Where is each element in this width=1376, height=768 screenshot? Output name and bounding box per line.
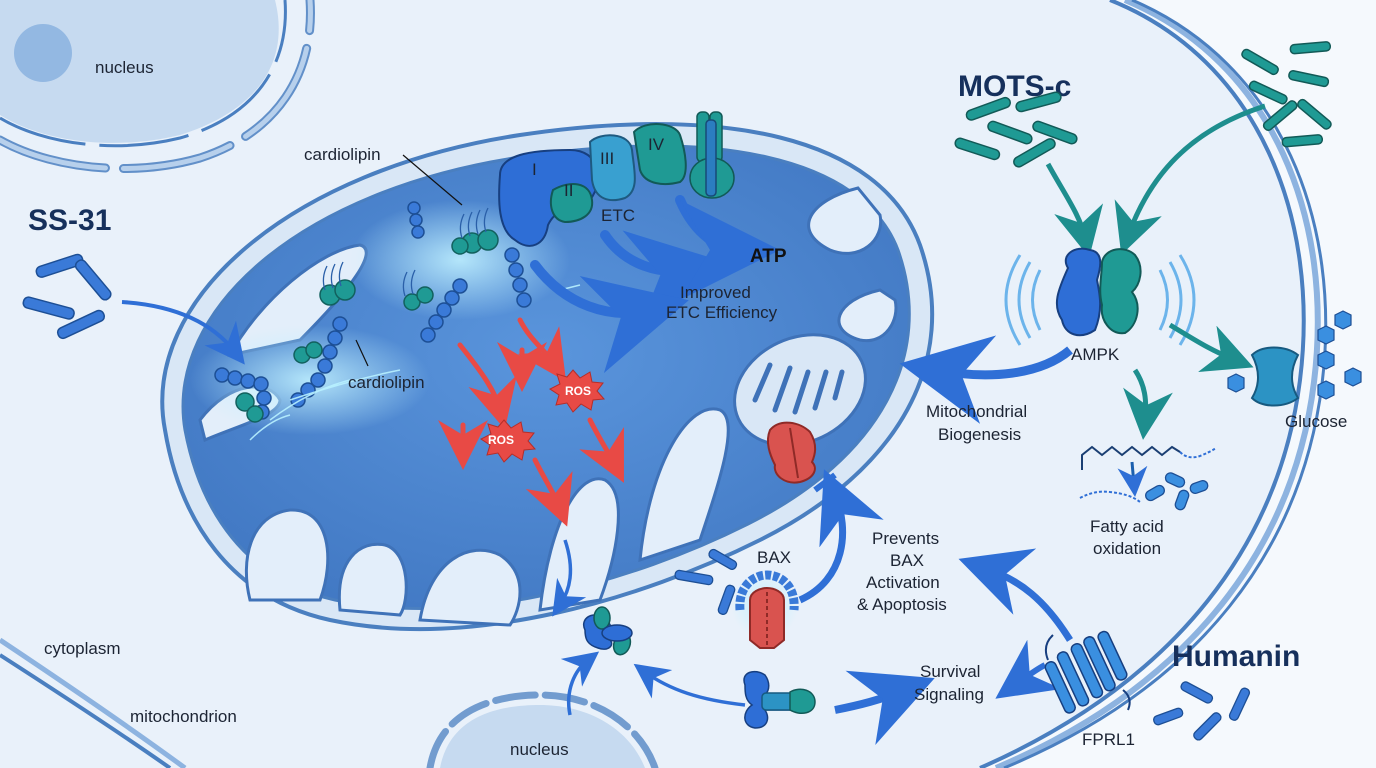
cardiolipin-top-label: cardiolipin — [304, 145, 381, 164]
etc-label: ETC — [601, 206, 635, 225]
fprl1-label: FPRL1 — [1082, 730, 1135, 749]
arrow-to-survival — [834, 670, 935, 745]
cardiolipin-labels: cardiolipin cardiolipin — [304, 145, 463, 392]
fprl1-receptor: FPRL1 — [1044, 630, 1135, 749]
fatty-acid-label-2: oxidation — [1093, 539, 1161, 558]
mots-c-group: MOTS-c — [954, 41, 1332, 258]
arrow-mito-to-complex — [552, 539, 587, 617]
ss31-peptides — [22, 253, 112, 340]
survival-label-1: Survival — [920, 662, 980, 681]
arrow-ampk-to-fatty-acid — [1123, 368, 1173, 440]
arrow-fprl1-to-survival — [995, 639, 1062, 699]
cytoplasm-label: cytoplasm — [44, 639, 121, 658]
complex-iii — [588, 134, 636, 202]
arrow-nucleus-to-complex — [560, 651, 600, 716]
biogenesis-label-2: Biogenesis — [938, 425, 1021, 444]
etc-complexes: I II III IV ETC — [498, 111, 735, 247]
complex-iii-label: III — [600, 149, 614, 168]
ampk-label: AMPK — [1071, 345, 1120, 364]
cardiolipin-cluster — [190, 200, 581, 441]
arrow-complex2-to-complex1 — [633, 663, 746, 707]
glucose-molecules — [1227, 310, 1362, 400]
signaling-complex-1 — [583, 606, 633, 656]
nucleus-bottom-label: nucleus — [510, 740, 569, 759]
prevents-line-1: Prevents — [872, 529, 939, 548]
signaling-complex-2 — [743, 670, 816, 729]
glucose-transporter: Glucose — [1227, 310, 1362, 431]
ros-burst-2: ROS — [480, 419, 537, 463]
complex-iv — [632, 123, 687, 185]
complex-iv-label: IV — [648, 135, 665, 154]
arrow-motsc-to-ampk — [1045, 162, 1104, 258]
arrow-fprl1-to-prevents — [958, 548, 1073, 642]
lipid-tails — [322, 207, 489, 297]
humanin-peptides — [1153, 681, 1251, 741]
bax-label: BAX — [757, 548, 791, 567]
atp-synthase — [689, 111, 735, 199]
mots-c-peptides — [954, 41, 1332, 168]
arrow-ampk-to-biogenesis — [899, 335, 1073, 424]
ros-arrows — [438, 317, 624, 527]
arrow-ss31-into-mito — [121, 300, 245, 365]
nucleus-top: nucleus — [0, 0, 315, 173]
ss31-title: SS-31 — [28, 204, 111, 237]
ss31-group: SS-31 — [22, 204, 245, 365]
ampk-signal-waves — [1004, 254, 1196, 346]
nucleus-bottom: nucleus — [426, 691, 659, 768]
bottom-arrows — [552, 539, 746, 716]
etc-arrows — [530, 195, 780, 374]
complex-ii-label: II — [564, 181, 573, 200]
ampk: AMPK — [1004, 247, 1196, 364]
arrow-cardiolipin-to-improved — [530, 260, 689, 374]
bax-complex: BAX — [674, 548, 799, 649]
humanin-title: Humanin — [1172, 640, 1300, 673]
cardiolipin-heads — [235, 229, 499, 423]
arrow-ampk-to-glucose — [1168, 322, 1254, 373]
prevents-line-3: Activation — [866, 573, 940, 592]
prevents-bax-label: Prevents BAX Activation & Apoptosis — [857, 529, 947, 614]
mitochondrion-label: mitochondrion — [130, 707, 237, 726]
arrow-prevents-bax — [798, 469, 884, 604]
ros-label-2: ROS — [488, 433, 514, 447]
fatty-acid-label-1: Fatty acid — [1090, 517, 1164, 536]
nucleolus — [14, 24, 72, 82]
improved-label-1: Improved — [680, 283, 751, 302]
complex-i-label: I — [532, 160, 537, 179]
ros-burst-1: ROS — [549, 369, 606, 413]
ros-label-1: ROS — [565, 384, 591, 398]
nucleus-top-label: nucleus — [95, 58, 154, 77]
inset-mitochondrion — [733, 333, 867, 447]
prevents-line-2: BAX — [890, 551, 924, 570]
glucose-label: Glucose — [1285, 412, 1347, 431]
arrow-synthase-to-atp — [675, 195, 780, 300]
humanin-peptides-near-bax — [674, 548, 738, 615]
prevents-line-4: & Apoptosis — [857, 595, 947, 614]
complex-ii — [549, 183, 594, 224]
cardiolipin-mid-label: cardiolipin — [348, 373, 425, 392]
humanin-group: Humanin — [1153, 640, 1300, 741]
survival-label-2: Signaling — [914, 685, 984, 704]
cristae — [198, 186, 898, 627]
fatty-acid-oxidation: Fatty acid oxidation — [1079, 445, 1217, 558]
biogenesis-label-1: Mitochondrial — [926, 402, 1027, 421]
arrow-motsc-ext-to-ampk — [1114, 103, 1266, 255]
improved-label-2: ETC Efficiency — [666, 303, 778, 322]
atp-label: ATP — [750, 246, 787, 267]
